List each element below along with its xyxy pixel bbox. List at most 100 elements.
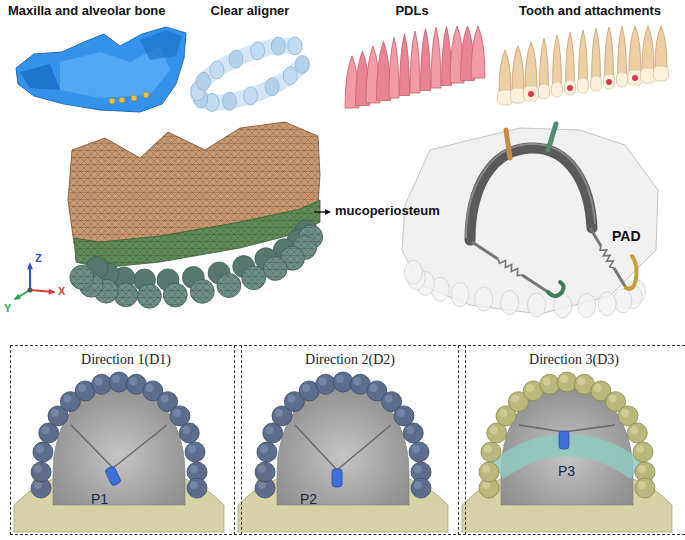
teeth-model	[566, 32, 575, 82]
axis-triad	[28, 288, 33, 293]
pdl-model	[377, 41, 391, 100]
pad-appliance	[451, 282, 469, 306]
palate-view	[609, 395, 617, 403]
palate-view	[577, 377, 585, 385]
palate-view	[92, 374, 112, 394]
pad-appliance	[472, 242, 498, 259]
panel-title: Direction 1(D1)	[11, 352, 241, 368]
axis-label: X	[58, 285, 65, 298]
palate-view	[337, 425, 391, 470]
teeth-model	[567, 85, 573, 91]
clear-aligner	[251, 42, 265, 60]
palate-view	[14, 372, 224, 532]
part-title: Clear aligner	[211, 4, 290, 19]
clear-aligner	[229, 50, 243, 68]
clear-aligner	[265, 78, 279, 96]
mesh-model	[217, 274, 241, 298]
palate-view	[161, 395, 169, 403]
palate-view	[109, 372, 129, 392]
teeth-model	[604, 74, 615, 89]
palate-view	[71, 425, 113, 468]
pad-appliance	[578, 294, 596, 318]
panel-title: Direction 2(D2)	[235, 352, 465, 368]
palate-view	[412, 445, 420, 453]
palate-view	[414, 465, 422, 473]
clear-aligner	[271, 37, 285, 55]
axis-triad	[49, 289, 56, 295]
palate-view	[333, 372, 353, 392]
palate-view	[633, 442, 653, 462]
teeth-model	[552, 82, 563, 97]
palate-view	[462, 372, 672, 532]
pdl-model	[400, 34, 410, 96]
clear-aligner	[288, 37, 302, 55]
palate-view	[188, 445, 196, 453]
teeth-model	[655, 26, 667, 68]
palate-view	[112, 375, 120, 383]
palate-view	[638, 465, 646, 473]
pdl-model	[389, 37, 399, 98]
palate-view	[627, 423, 647, 443]
pad-appliance	[626, 256, 637, 289]
part-title: Tooth and attachments	[519, 4, 661, 19]
palate-view	[519, 425, 564, 432]
pad-appliance	[614, 268, 626, 288]
palate-view	[499, 409, 507, 417]
part-title: PDLs	[395, 4, 428, 19]
palate-view	[484, 445, 492, 453]
palate-view	[479, 462, 499, 482]
panel-title: Direction 3(D3)	[459, 352, 685, 368]
teeth-model	[540, 38, 549, 86]
teeth-model	[553, 35, 562, 84]
teeth-model	[565, 80, 576, 95]
pad-appliance	[522, 275, 548, 292]
leader-arrow	[314, 209, 331, 215]
mesh-model	[163, 283, 187, 307]
palate-view	[316, 374, 336, 394]
palate-view	[190, 481, 198, 489]
palate-view	[51, 409, 59, 417]
teeth-model	[499, 50, 511, 92]
palate-view	[630, 426, 638, 434]
teeth-model	[498, 26, 669, 105]
palate-view	[414, 481, 422, 489]
palate-view	[146, 384, 154, 392]
layer-label: mucoperiosteum	[335, 204, 440, 219]
palate-view	[411, 478, 431, 498]
palate-view	[302, 384, 310, 392]
point-label: P1	[91, 491, 108, 507]
mesh-model	[70, 265, 94, 289]
mesh-model	[190, 279, 214, 303]
clear-aligner	[191, 37, 310, 112]
pad-appliance	[548, 282, 564, 296]
palate-view	[409, 442, 429, 462]
pdl-model	[431, 27, 441, 88]
maxilla-model	[143, 92, 149, 98]
palate-view	[406, 426, 414, 434]
point-label: P2	[300, 491, 317, 507]
mesh-model	[263, 257, 287, 281]
axis-triad	[13, 294, 21, 300]
teeth-model	[512, 46, 524, 90]
teeth-model	[654, 66, 669, 81]
direction-panel: Direction 3(D3)P3	[458, 345, 685, 535]
pdl-model	[421, 29, 431, 91]
palate-view	[129, 377, 137, 385]
teeth-model	[591, 76, 602, 91]
palate-view	[543, 377, 551, 385]
palate-view	[33, 442, 53, 462]
palate-view	[113, 425, 167, 468]
mesh-model	[242, 266, 266, 290]
maxilla-model	[16, 27, 186, 112]
maxilla-model	[119, 97, 125, 103]
teeth-model	[579, 30, 588, 80]
palate-view	[255, 462, 275, 482]
palate-view	[275, 409, 283, 417]
pad-appliance	[528, 293, 546, 317]
maxilla-model	[140, 30, 182, 60]
palate-view	[95, 377, 103, 385]
pad-appliance	[404, 260, 422, 284]
teeth-model	[592, 28, 601, 78]
palate-view	[557, 372, 577, 392]
